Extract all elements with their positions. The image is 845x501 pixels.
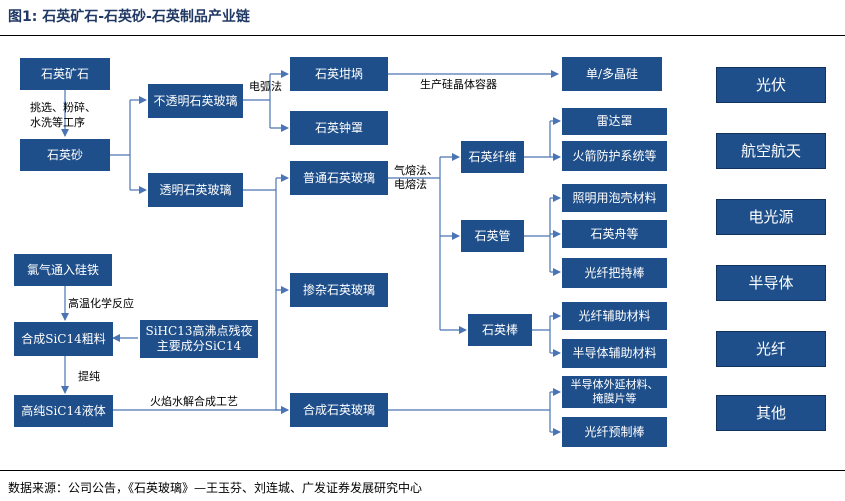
label-beneficiation-1: 挑选、粉碎、 (30, 101, 96, 114)
app-semiconductor: 半导体 (716, 265, 826, 301)
label-arc-method: 电弧法 (249, 80, 282, 93)
box-doped-glass: 掺杂石英玻璃 (290, 273, 388, 307)
box-pure-sicl4: 高纯SiC14液体 (14, 395, 113, 427)
box-quartz-tube: 石英管 (461, 220, 524, 252)
label-high-temp-reaction: 高温化学反应 (68, 297, 134, 310)
box-single-poly-si: 单/多晶硅 (562, 57, 662, 91)
app-other: 其他 (716, 395, 826, 431)
box-quartz-boat: 石英舟等 (562, 220, 667, 248)
box-chlorine-ferrosilicon: 氯气通入硅铁 (14, 254, 112, 286)
semi-epi-line-1: 半导体外延材料、 (570, 378, 659, 391)
box-quartz-fiber: 石英纤维 (461, 141, 524, 173)
box-semi-epi: 半导体外延材料、 掩膜片等 (562, 376, 667, 408)
box-fiber-aux: 光纤辅助材料 (562, 302, 667, 330)
figure-title: 图1: 石英矿石-石英砂-石英制品产业链 (8, 9, 250, 25)
box-fiber-preform: 光纤预制棒 (562, 417, 667, 447)
top-rule (0, 35, 845, 36)
box-synthetic-glass: 合成石英玻璃 (290, 393, 388, 427)
box-crucible: 石英坩埚 (290, 57, 388, 91)
bottom-rule (0, 470, 845, 471)
box-semi-aux: 半导体辅助材料 (562, 339, 667, 368)
sihcl3-line-1: SiHC13高沸点残夜 (145, 324, 253, 338)
label-gas-melt: 气熔法、 (394, 164, 438, 177)
box-fiber-holder: 光纤把持棒 (562, 258, 667, 288)
box-quartz-rod: 石英棒 (468, 314, 532, 346)
box-opaque-glass: 不透明石英玻璃 (148, 84, 243, 118)
box-lamp-shell: 照明用泡壳材料 (562, 184, 667, 212)
app-photovoltaic: 光伏 (716, 67, 826, 103)
app-electric-light-source: 电光源 (716, 199, 826, 235)
box-radome: 雷达罩 (562, 108, 667, 135)
app-aerospace: 航空航天 (716, 133, 826, 169)
label-crystal-container: 生产硅晶体容器 (420, 78, 497, 91)
label-purification: 提纯 (78, 370, 100, 383)
box-sihcl3-residue: SiHC13高沸点残夜 主要成分SiC14 (140, 320, 258, 358)
semi-epi-line-2: 掩膜片等 (592, 392, 637, 405)
box-transparent-glass: 透明石英玻璃 (148, 173, 243, 207)
box-rocket-protection: 火箭防护系统等 (562, 141, 667, 171)
app-optical-fiber: 光纤 (716, 331, 826, 367)
box-ordinary-glass: 普通石英玻璃 (290, 161, 388, 195)
box-bell-jar: 石英钟罩 (290, 111, 388, 145)
sihcl3-line-2: 主要成分SiC14 (156, 339, 242, 353)
label-beneficiation-2: 水洗等工序 (30, 116, 85, 129)
box-quartz-sand: 石英砂 (20, 139, 110, 171)
box-crude-sicl4: 合成SiC14粗料 (14, 322, 113, 356)
label-electric-melt: 电熔法 (394, 178, 427, 191)
source-note: 数据来源：公司公告，《石英玻璃》—王玉芬、刘连城、广发证券发展研究中心 (8, 481, 423, 495)
box-quartz-ore: 石英矿石 (20, 58, 110, 90)
label-flame-hydrolysis: 火焰水解合成工艺 (150, 395, 238, 408)
